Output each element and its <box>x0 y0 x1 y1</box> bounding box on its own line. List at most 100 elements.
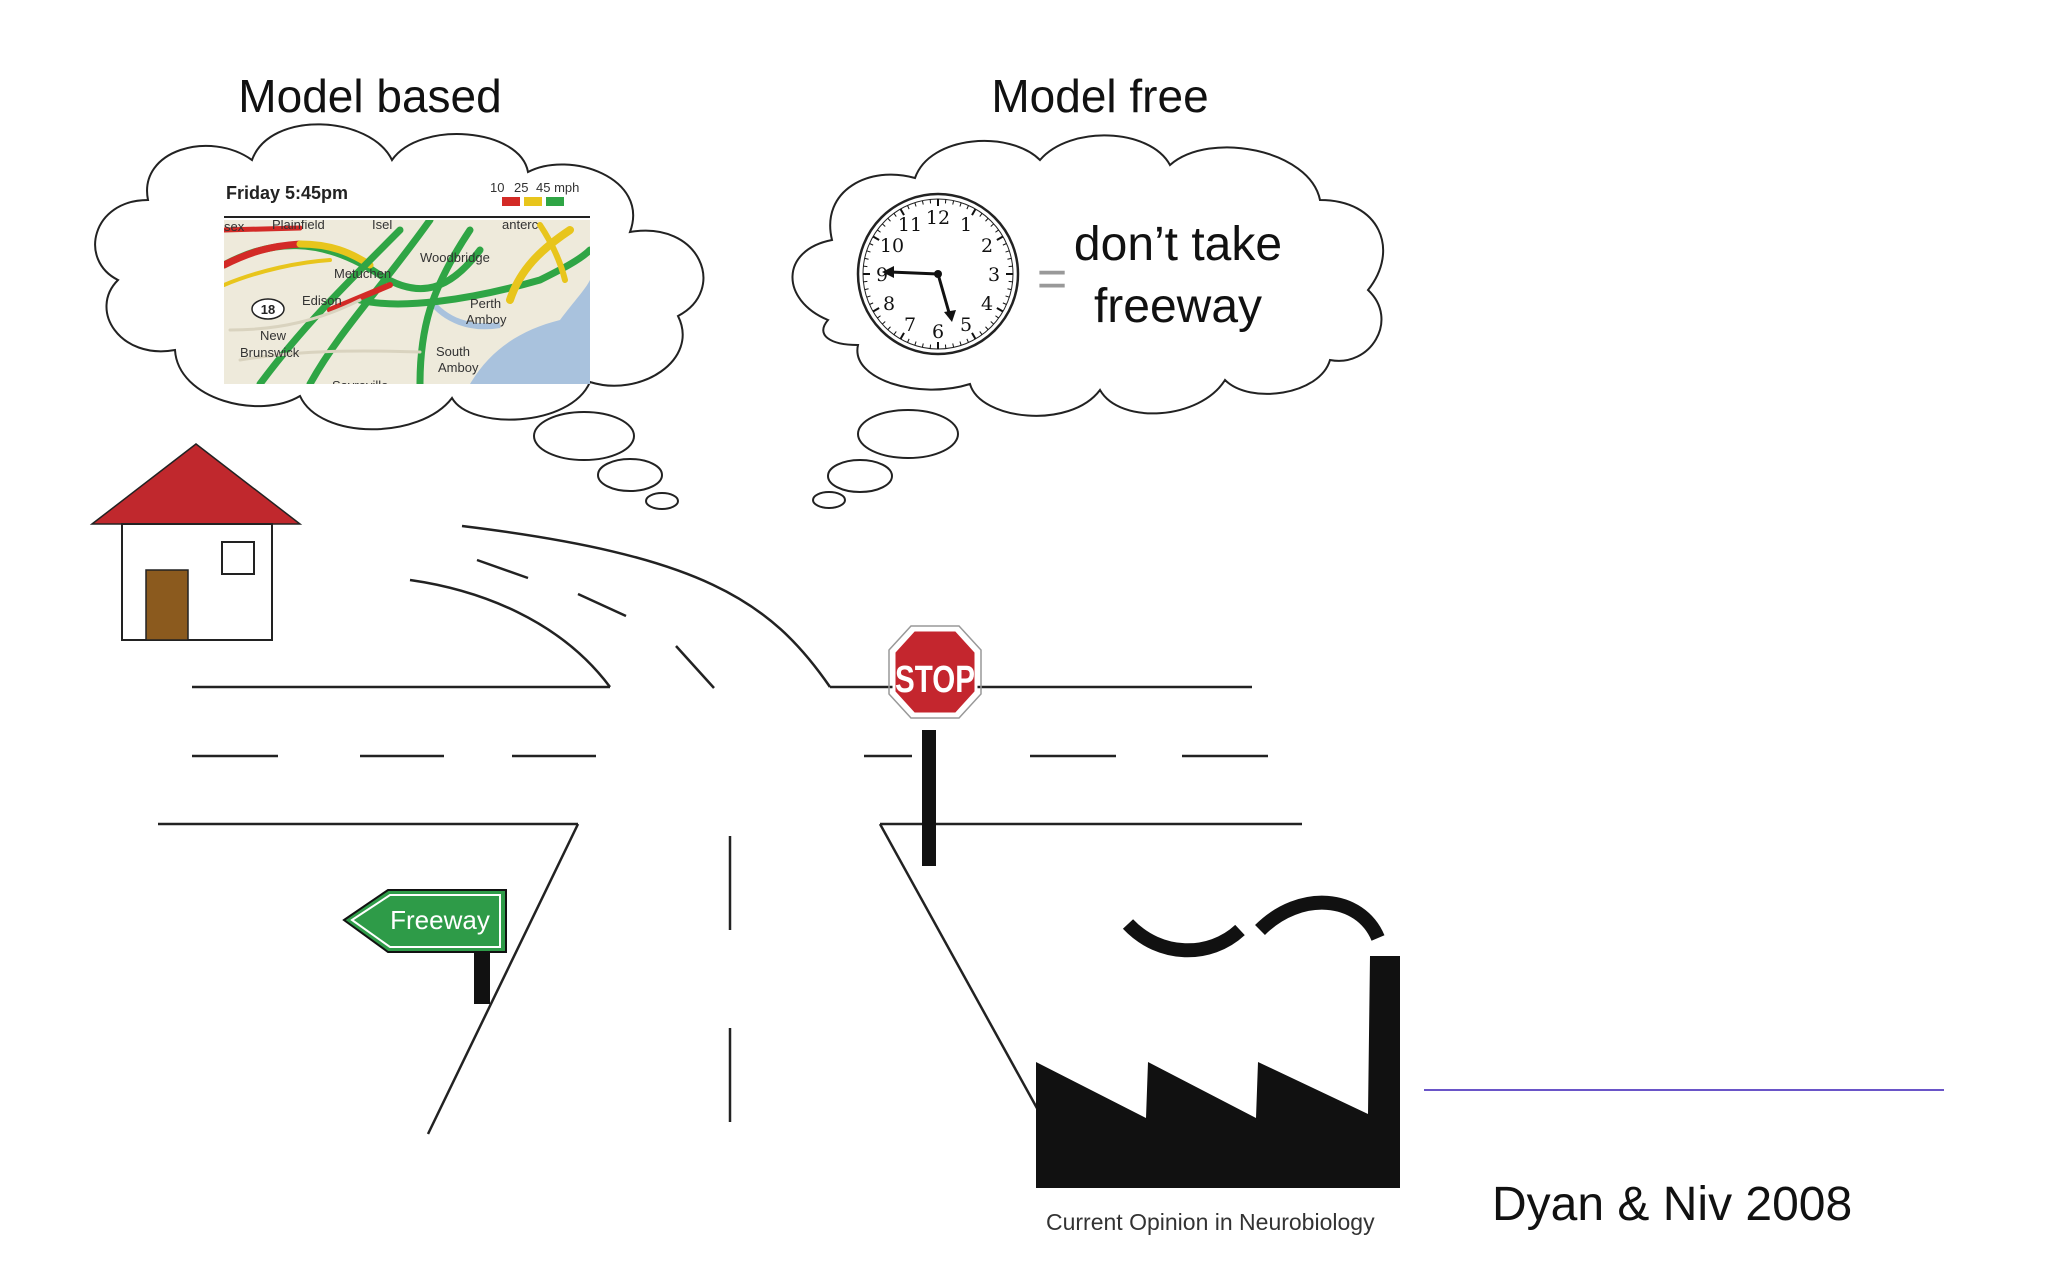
clock-tick <box>864 288 869 291</box>
stop-sign-octagon <box>892 628 978 716</box>
clock-tick <box>914 341 917 346</box>
clock-tick <box>893 331 897 335</box>
clock-tick <box>952 200 955 205</box>
freeway-sign-arrow <box>342 889 507 953</box>
clock-ticks <box>863 199 1013 349</box>
clock-tick <box>1007 288 1012 291</box>
model-free-text-line1: don’t take <box>1074 218 1282 271</box>
clock-number-1: 1 <box>960 214 972 236</box>
clock-tick <box>869 243 874 246</box>
speed-legend-45: 45 mph <box>536 180 579 195</box>
speed-legend-10: 10 <box>490 180 504 195</box>
clock-tick <box>869 302 874 305</box>
traffic-map: Friday 5:45pm 10 25 45 mph <box>224 180 590 393</box>
clock-tick <box>959 341 962 346</box>
clock-tick <box>996 235 1004 241</box>
clock-tick <box>887 326 891 331</box>
clock-tick <box>866 295 871 298</box>
speed-legend: 10 25 45 mph <box>490 180 579 206</box>
clock-tick <box>990 321 995 325</box>
factory-smoke-left <box>1122 918 1245 958</box>
house-icon <box>89 443 303 641</box>
freeway-sign-label: Freeway <box>390 905 490 935</box>
map-label-brunswick: Brunswick <box>240 345 300 360</box>
clock-tick <box>1002 243 1007 246</box>
clock-tick <box>899 332 905 340</box>
clock-tick <box>990 223 995 227</box>
map-label-amboy-south: Amboy <box>438 360 479 375</box>
clock-number-2: 2 <box>981 235 993 257</box>
model-based-title: Model based <box>238 70 501 122</box>
clock-tick <box>899 208 905 216</box>
citation-label: Dyan & Niv 2008 <box>1492 1178 1852 1231</box>
map-place-labels: sex Plainfield Isel anterc Metuchen Wood… <box>224 217 539 393</box>
clock-tick <box>866 250 871 253</box>
clock-number-4: 4 <box>981 293 993 315</box>
map-label-isel: Isel <box>372 217 392 232</box>
clock-tick <box>881 321 886 325</box>
map-label-perth: Perth <box>470 296 501 311</box>
clock-tick <box>893 213 897 217</box>
clock-tick <box>971 208 977 216</box>
freeway-sign-pole <box>474 950 490 1004</box>
model-free-text-line2: freeway <box>1094 280 1262 333</box>
map-label-route-18: 18 <box>261 302 275 317</box>
speed-legend-25: 25 <box>514 180 528 195</box>
clock-number-11: 11 <box>898 214 922 236</box>
journal-credit: Current Opinion in Neurobiology <box>1046 1209 1375 1235</box>
clock-tick <box>966 205 969 210</box>
house-door <box>145 569 189 641</box>
freeway-sign: Freeway <box>342 889 507 1004</box>
clock-tick <box>1005 295 1010 298</box>
clock-number-9: 9 <box>876 264 888 286</box>
clock-number-5: 5 <box>960 314 972 336</box>
clock-tick <box>1002 302 1007 305</box>
clock-tick <box>971 332 977 340</box>
map-label-sayreville: Sayreville <box>332 378 388 393</box>
clock-number-10: 10 <box>880 235 904 257</box>
clock-tick <box>877 315 881 319</box>
map-label-amboy: Amboy <box>466 312 507 327</box>
clock-minute-hand <box>889 270 939 276</box>
clock-tick <box>996 307 1004 313</box>
speed-swatch-yellow <box>524 197 542 206</box>
factory-silhouette <box>1036 956 1400 1188</box>
clock-tick <box>985 217 989 222</box>
clock-tick <box>995 229 999 233</box>
clock-tick <box>985 326 989 331</box>
clock-tick <box>995 315 999 319</box>
factory-smoke-right <box>1255 895 1385 942</box>
stop-sign: STOP <box>888 625 982 866</box>
clock-tick <box>921 200 924 205</box>
clock-tick <box>979 331 983 335</box>
clock-tick <box>979 213 983 217</box>
map-label-woodbridge: Woodbridge <box>420 250 490 265</box>
clock-tick <box>959 202 962 207</box>
stop-sign-label: STOP <box>895 659 975 701</box>
stop-sign-pole <box>922 730 936 866</box>
equals-sign: = <box>1037 250 1067 308</box>
clock-tick <box>952 343 955 348</box>
model-free-title: Model free <box>991 70 1208 122</box>
house-window <box>221 541 255 575</box>
map-time-label: Friday 5:45pm <box>226 183 348 203</box>
clock-number-6: 6 <box>932 321 944 343</box>
clock-tick <box>881 223 886 227</box>
clock-tick <box>864 257 869 260</box>
speed-swatch-red <box>502 197 520 206</box>
clock-number-12: 12 <box>926 207 950 229</box>
clock-tick <box>887 217 891 222</box>
map-label-sex: sex <box>224 219 245 234</box>
speed-swatch-green <box>546 197 564 206</box>
map-label-plainfield: Plainfield <box>272 217 325 232</box>
map-label-south: South <box>436 344 470 359</box>
map-label-anterc: anterc <box>502 217 539 232</box>
map-label-metuchen: Metuchen <box>334 266 391 281</box>
route-18-shield <box>251 298 285 320</box>
clock-tick <box>966 338 969 343</box>
clock-tick <box>1007 257 1012 260</box>
clock-tick <box>914 202 917 207</box>
road-network <box>158 524 1302 1135</box>
clock-tick <box>872 235 880 241</box>
